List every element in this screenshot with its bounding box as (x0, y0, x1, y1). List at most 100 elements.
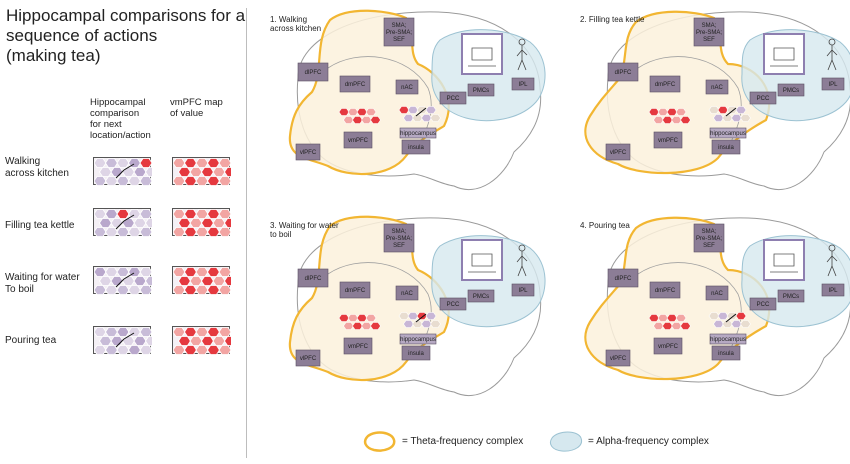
hex-grid (94, 327, 152, 355)
hex-cell (657, 314, 669, 322)
arrow-icon (115, 220, 125, 230)
hex-cell (338, 108, 350, 116)
hex-grid (94, 267, 152, 295)
column-header-vmpfc: vmPFC map of value (170, 97, 223, 119)
arrow-icon (115, 169, 125, 179)
region-box (777, 83, 805, 97)
hex-cell (370, 322, 381, 330)
hex-cell (347, 314, 359, 322)
hex-cell (430, 320, 441, 328)
hex-cell (735, 312, 747, 320)
region-label: insula (718, 145, 734, 151)
hex-grid (173, 327, 231, 355)
hex-cell (352, 322, 363, 330)
region-box (297, 62, 329, 82)
column-header-line: Hippocampal (90, 97, 146, 108)
region-box (295, 143, 321, 161)
hex-cell (421, 114, 432, 122)
hex-cell (338, 314, 350, 322)
brain-fold (637, 56, 742, 149)
region-label: insula (718, 351, 734, 357)
hex-grid (173, 267, 231, 295)
theta-swatch (363, 431, 396, 452)
region-box (467, 83, 495, 97)
person-icon (826, 251, 838, 277)
hippocampal-grid-walking (93, 157, 152, 186)
region-box (295, 349, 321, 367)
region-box (401, 139, 431, 155)
region-label: SMA; (392, 23, 407, 29)
arrow-icon (725, 107, 737, 117)
hex-grid (173, 158, 231, 186)
region-label: PCC (447, 96, 460, 102)
region-label: SMA; (392, 229, 407, 235)
column-header-line: of value (170, 108, 204, 119)
panel-title: 2. Filling tea kettle (580, 15, 645, 24)
hex-cell (365, 314, 377, 322)
scene-picture (461, 239, 503, 281)
legend-alpha-label: = Alpha-frequency complex (588, 436, 709, 447)
region-box (339, 281, 371, 299)
region-label: PCC (757, 302, 770, 308)
hex-cell (708, 106, 720, 114)
region-label: Pre-SMA; (696, 236, 722, 242)
hex-cell (407, 312, 419, 320)
hippocampal-grid-waiting (93, 266, 152, 295)
region-box (821, 77, 845, 91)
region-label: Pre-SMA; (386, 236, 412, 242)
hex-cell (356, 108, 368, 116)
region-label: vmPFC (658, 344, 679, 350)
figure-title-line: sequence of actions (6, 26, 158, 45)
region-box (511, 77, 535, 91)
region-box (653, 337, 683, 355)
hex-cell (722, 114, 733, 122)
hex-cell (722, 320, 733, 328)
region-box (343, 131, 373, 149)
hex-cell (412, 320, 423, 328)
alpha-swatch (549, 431, 583, 452)
hex-cell (671, 322, 682, 330)
region-label: Pre-SMA; (696, 30, 722, 36)
hex-cell (361, 322, 372, 330)
region-box (607, 268, 639, 288)
hex-cell (717, 312, 729, 320)
region-label: vmPFC (348, 138, 369, 144)
person-icon (826, 45, 838, 71)
row-label-walking: Walking across kitchen (5, 156, 91, 180)
person-icon (516, 45, 528, 71)
hex-cell (412, 114, 423, 122)
region-label: dlPFC (305, 70, 322, 76)
region-label: vlPFC (610, 150, 627, 156)
arrow-icon (415, 313, 427, 323)
figure-title-line: Hippocampal comparisons for a (6, 6, 246, 25)
region-label: dlPFC (615, 276, 632, 282)
region-label: IPL (518, 82, 528, 88)
hex-cell (139, 285, 152, 295)
hex-cell (740, 114, 751, 122)
hex-cell (416, 312, 428, 320)
panel-title: across kitchen (270, 24, 321, 33)
region-label: PMCs (783, 294, 799, 300)
hex-cell (671, 116, 682, 124)
hex-cell (726, 106, 738, 114)
hex-cell (653, 116, 664, 124)
scene-picture (763, 239, 805, 281)
brain-fold (327, 56, 432, 149)
hex-cell (648, 314, 660, 322)
hex-cell (347, 108, 359, 116)
region-box (605, 349, 631, 367)
hex-cell (731, 320, 742, 328)
hippocampal-grid-pouring (93, 326, 152, 355)
row-label-line: Waiting for water (5, 272, 80, 283)
hex-cell (731, 114, 742, 122)
arrow-icon (415, 107, 427, 117)
brain-fold (637, 262, 742, 355)
region-label: SEF (703, 243, 715, 249)
region-box (383, 223, 415, 253)
hex-cell (352, 116, 363, 124)
region-box (749, 91, 777, 105)
region-box (395, 79, 419, 95)
scene-picture (763, 33, 805, 75)
row-label-waiting: Waiting for water To boil (5, 272, 91, 296)
